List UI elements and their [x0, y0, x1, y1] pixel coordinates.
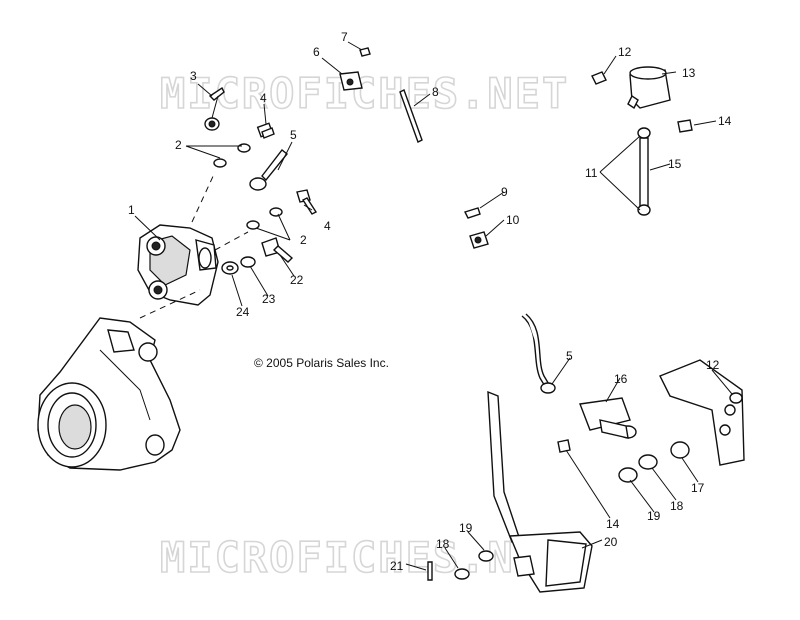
callout-11: 11 [585, 166, 598, 180]
knuckle-housing [37, 317, 181, 471]
callout-10: 10 [506, 213, 520, 227]
callout-24: 24 [236, 305, 250, 319]
bolt-14-upper [677, 119, 693, 133]
callout-18-right: 18 [670, 499, 684, 513]
brake-caliper [137, 224, 219, 306]
callout-21: 21 [390, 559, 404, 573]
callout-16: 16 [614, 372, 628, 386]
washer-18-right [638, 454, 658, 470]
callout-2-lower: 2 [300, 233, 307, 247]
callout-19-left: 19 [459, 521, 473, 535]
washer-23 [240, 256, 256, 268]
ring-17 [670, 441, 690, 459]
pin-21 [427, 561, 433, 581]
watermark-top: MICROFICHES.NET [160, 69, 569, 118]
washer-18-left [454, 568, 470, 580]
callout-5-lower: 5 [566, 349, 573, 363]
washer-24 [221, 261, 239, 275]
callout-20: 20 [604, 535, 618, 549]
bushing-19-right [618, 467, 638, 483]
washers-2-upper [213, 143, 251, 168]
callout-18-left: 18 [436, 537, 450, 551]
bolt-14-lower [557, 439, 571, 453]
bolt-4-upper [256, 122, 275, 139]
callout-19-right: 19 [647, 509, 661, 523]
brake-pedal-20 [487, 390, 593, 593]
callout-1: 1 [128, 203, 135, 217]
master-cylinder-16 [579, 397, 637, 439]
reservoir-13 [627, 66, 671, 110]
bracket-plate [659, 359, 745, 466]
callout-8: 8 [432, 85, 439, 99]
callout-23: 23 [262, 292, 276, 306]
banjo-bolt-5-lower [540, 382, 556, 394]
clamp-10 [469, 231, 489, 249]
callout-2-upper: 2 [175, 138, 182, 152]
nut-12-lower [729, 392, 743, 404]
screw-9 [464, 207, 481, 219]
banjo-bolt-5-upper [249, 149, 288, 191]
screw-7 [359, 47, 371, 57]
callout-7: 7 [341, 30, 348, 44]
pin-8 [399, 89, 423, 143]
hose-15 [637, 127, 651, 216]
callout-12-lower: 12 [706, 358, 720, 372]
clip-6 [339, 71, 363, 91]
callout-17: 17 [691, 481, 705, 495]
washers-2-lower [246, 207, 283, 230]
bolt-22 [261, 237, 294, 263]
callout-12-upper: 12 [618, 45, 632, 59]
copyright-text: © 2005 Polaris Sales Inc. [254, 356, 389, 370]
callout-6: 6 [313, 45, 320, 59]
callout-labels: 1 2 2 3 4 4 5 5 6 7 8 9 10 11 12 12 13 1… [128, 30, 732, 573]
callout-14-lower: 14 [606, 517, 620, 531]
cap-screw-12-upper [591, 71, 607, 85]
callout-3: 3 [190, 69, 197, 83]
callout-5-upper: 5 [290, 128, 297, 142]
leader-lines [134, 41, 733, 571]
washer-19-left [478, 550, 494, 562]
bolt-4-lower [296, 189, 318, 215]
callout-13: 13 [682, 66, 696, 80]
callout-15: 15 [668, 157, 682, 171]
callout-9: 9 [501, 185, 508, 199]
watermark-bottom: MICROFICHES.NET [160, 533, 569, 582]
callout-14-upper: 14 [718, 114, 732, 128]
callout-4-lower: 4 [324, 219, 331, 233]
callout-22: 22 [290, 273, 304, 287]
callout-4-upper: 4 [260, 91, 267, 105]
bleeder-screw [204, 86, 225, 131]
